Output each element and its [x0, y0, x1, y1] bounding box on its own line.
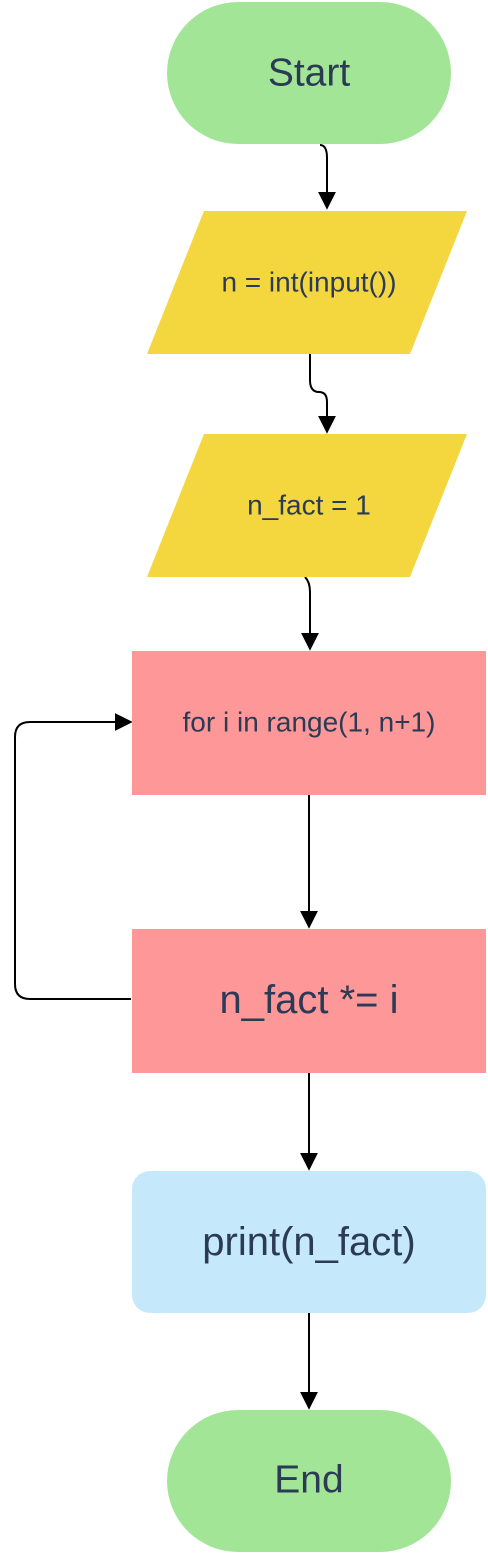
node-loop: for i in range(1, n+1) [132, 651, 486, 795]
edge-read-n-to-init-fact [309, 354, 336, 434]
print-shape [132, 1171, 486, 1313]
loop-shape [132, 651, 486, 795]
init-fact-shape [147, 434, 467, 577]
node-end: End [167, 1410, 451, 1552]
node-multiply: n_fact *= i [132, 929, 486, 1073]
node-read-n: n = int(input()) [147, 211, 467, 354]
read-n-shape [147, 211, 467, 354]
loop-label: for i in range(1, n+1) [183, 707, 436, 738]
start-shape [167, 2, 451, 144]
print-label: print(n_fact) [202, 1220, 415, 1264]
node-print: print(n_fact) [132, 1171, 486, 1313]
edge-init-fact-to-loop [301, 576, 319, 651]
start-label: Start [268, 52, 351, 95]
edges [14, 144, 336, 1410]
edge-start-to-read-n [318, 144, 336, 210]
node-start: Start [167, 2, 451, 144]
end-shape [167, 1410, 451, 1552]
node-init-fact: n_fact = 1 [147, 434, 467, 577]
multiply-shape [132, 929, 486, 1073]
end-label: End [274, 1459, 343, 1502]
multiply-label: n_fact *= i [219, 978, 398, 1022]
init-fact-label: n_fact = 1 [247, 490, 371, 521]
read-n-label: n = int(input()) [221, 267, 396, 298]
edge-multiply-back-to-loop [14, 713, 133, 1000]
